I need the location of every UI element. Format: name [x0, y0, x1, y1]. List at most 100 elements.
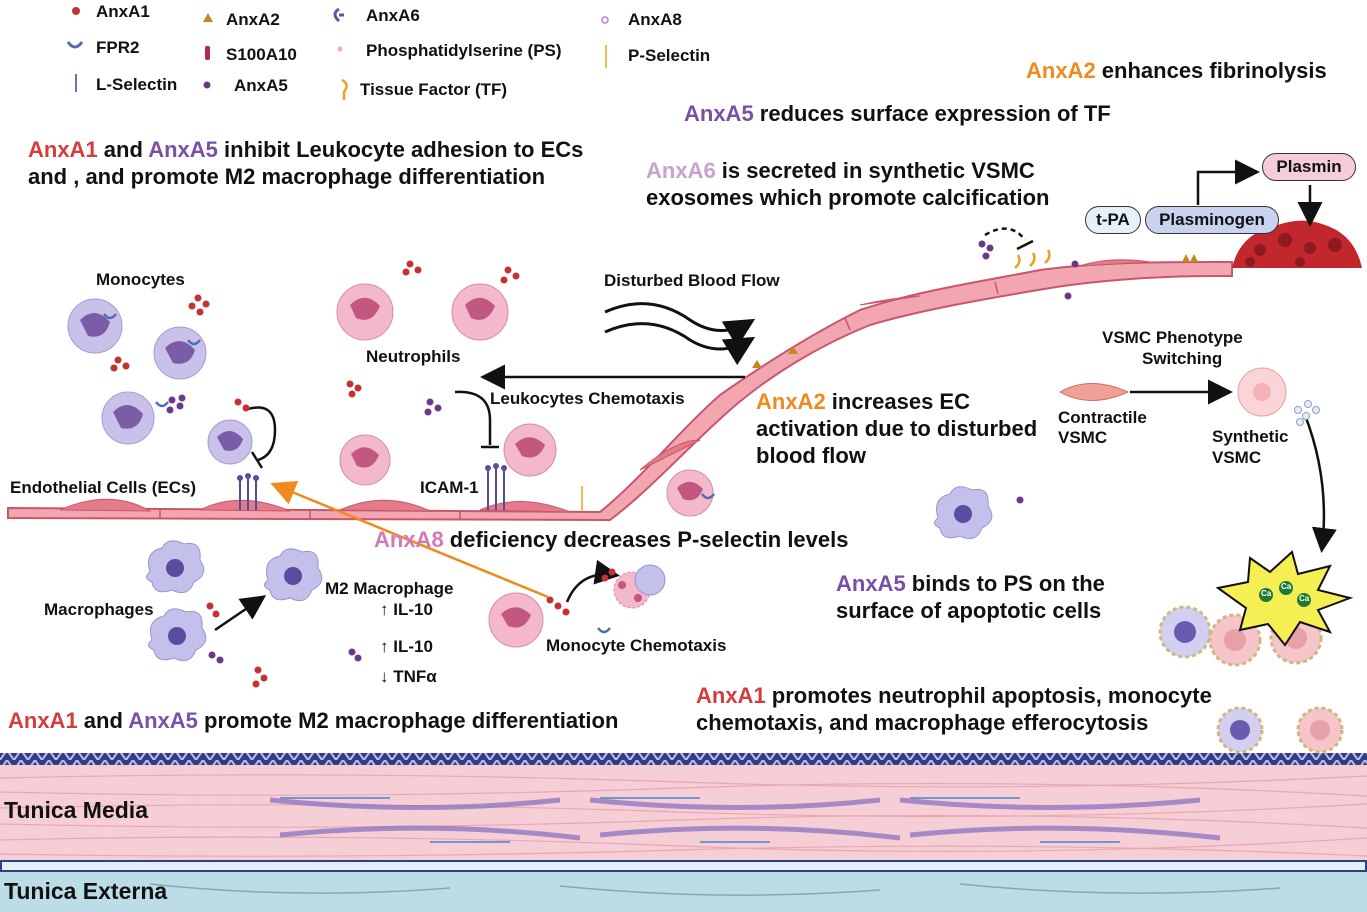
tnfa-text: TNFα: [393, 667, 437, 686]
legend-l-selectin-label: L-Selectin: [96, 75, 178, 94]
down-arrow-icon: ↓: [380, 667, 394, 686]
anxa6-legend-icon: [333, 7, 344, 23]
statement-text: promotes neutrophil apoptosis, monocyte: [765, 683, 1212, 708]
synthetic-vsmc-label-2: VSMC: [1212, 448, 1262, 467]
inhibition-arrows: [244, 227, 1034, 469]
anxa2-membrane-markers: [752, 254, 1198, 368]
anxa5-word: AnxA5: [836, 571, 906, 596]
tunica-externa-layer: [0, 872, 1367, 912]
cell-junctions: [159, 281, 999, 520]
plasmin-pill: Plasmin: [1262, 153, 1356, 181]
receptor-heads: [237, 463, 507, 481]
statement-anxa1-anxa5-m2: AnxA1 and AnxA5 promote M2 macrophage di…: [8, 707, 618, 734]
vsmc-switching-label-2: Switching: [1142, 349, 1223, 368]
anxa5-dots: [166, 240, 1079, 664]
neutrophil-cell: [488, 592, 544, 648]
statement-anxa6-exosomes: AnxA6 is secreted in synthetic VSMC exos…: [646, 157, 1049, 211]
anxa1-dots: [110, 260, 616, 688]
neutrophil-cells: [336, 283, 714, 648]
legend-anxa8-label: AnxA8: [628, 10, 682, 29]
macrophage-cell: [148, 608, 207, 662]
macrophage-cell: [934, 486, 993, 540]
fpr2-markers: [103, 313, 715, 634]
anxa1-legend-icon: [72, 7, 80, 15]
legend-anxa6-label: AnxA6: [366, 6, 420, 25]
plasminogen-to-plasmin-arrow: [1196, 159, 1260, 205]
statement-text: promote M2 macrophage differentiation: [197, 708, 619, 733]
monocyte-chemotaxis-arrow: [565, 559, 620, 603]
monocyte-chemotaxis-label: Monocyte Chemotaxis: [546, 636, 727, 655]
statement-anxa2-ec-activation: AnxA2 increases EC activation due to dis…: [756, 388, 1037, 469]
up-arrow-icon: ↑: [380, 637, 394, 656]
neutrophil-cell: [451, 283, 509, 341]
macrophage-cell: [146, 540, 205, 594]
statement-text: increases EC: [825, 389, 970, 414]
legend-anxa2-label: AnxA2: [226, 10, 280, 29]
vsmc-cells: [1058, 367, 1287, 417]
macrophage-cells: [146, 486, 993, 662]
vessel-wall: [0, 753, 1367, 912]
statement-text-line2: surface of apoptotic cells: [836, 598, 1102, 623]
statement-anxa1-neutrophil: AnxA1 promotes neutrophil apoptosis, mon…: [696, 682, 1212, 736]
pathway-arrows: [214, 159, 1337, 632]
exosomes: [1294, 400, 1320, 426]
tf-legend-icon: [341, 78, 348, 100]
legend-tf-label: Tissue Factor (TF): [360, 80, 508, 99]
s100a10-legend-icon: [205, 46, 210, 60]
macrophage-cell: [264, 548, 323, 602]
legend-fpr2-label: FPR2: [96, 38, 140, 57]
legend-anxa1-label: AnxA1: [96, 2, 150, 21]
statement-text-line2: chemotaxis, and macrophage efferocytosis: [696, 710, 1149, 735]
smooth-muscle-lines: [0, 774, 1367, 857]
anxa5-word: AnxA5: [684, 101, 754, 126]
disturbed-flow-arrows: [604, 302, 756, 366]
anxa8-word: AnxA8: [374, 527, 444, 552]
calcification-burst: [1215, 550, 1354, 647]
il10-label-b: ↑ IL-10: [380, 637, 433, 657]
apoptotic-cell: [613, 564, 666, 609]
anxa5-word: AnxA5: [148, 137, 218, 162]
statement-text-line2: and , and promote M2 macrophage differen…: [28, 164, 546, 189]
icam-receptors: [239, 468, 505, 510]
vsmc-switching-label-1: VSMC Phenotype: [1102, 328, 1243, 347]
fpr2-legend-icon: [66, 41, 84, 49]
statement-text: inhibit Leukocyte adhesion to ECs: [217, 137, 584, 162]
externa-fibers: [149, 883, 1281, 896]
calcification-arrow: [1303, 414, 1337, 553]
t-pa-pill: t-PA: [1085, 206, 1141, 234]
synthetic-vsmc-label-1: Synthetic: [1212, 427, 1289, 446]
anxa2-word: AnxA2: [756, 389, 826, 414]
tunica-externa-label: Tunica Externa: [4, 878, 168, 904]
macrophage-arrow: [214, 595, 267, 632]
calcium-label-2: Ca: [1281, 582, 1292, 591]
anxa1-word: AnxA1: [28, 137, 98, 162]
il10-text: IL-10: [393, 600, 433, 619]
legend-ps-label: Phosphatidylserine (PS): [366, 41, 562, 60]
anxa1-word: AnxA1: [8, 708, 78, 733]
macrophages-label: Macrophages: [44, 600, 154, 619]
monocyte-cell: [153, 326, 207, 380]
legend-s100a10-label: S100A10: [226, 45, 297, 64]
anxa2-word: AnxA2: [1026, 58, 1096, 83]
anxa8-p-selectin-arrow: [270, 481, 549, 599]
neutrophil-cell: [503, 423, 557, 477]
contractile-vsmc-label-1: Contractile: [1058, 408, 1147, 427]
il10-label-a: ↑ IL-10: [380, 600, 433, 620]
monocytes-label: Monocytes: [96, 270, 185, 289]
monocyte-cell: [101, 391, 155, 445]
tissue-factor-receptors: [1014, 249, 1051, 269]
calcium-deposits: [1259, 581, 1311, 607]
plasminogen-pill: Plasminogen: [1145, 206, 1279, 234]
statement-anxa2-fibrinolysis: AnxA2 enhances fibrinolysis: [1026, 57, 1327, 84]
m2-macrophage-label: M2 Macrophage: [325, 579, 454, 598]
statement-anxa5-tf: AnxA5 reduces surface expression of TF: [684, 100, 1111, 127]
neutrophils-label: Neutrophils: [366, 347, 461, 366]
monocyte-cell: [207, 419, 253, 465]
disturbed-flow-label: Disturbed Blood Flow: [604, 271, 780, 290]
anxa2-legend-icon: [203, 13, 213, 22]
il10-text: IL-10: [393, 637, 433, 656]
statement-text-line2: exosomes which promote calcification: [646, 185, 1050, 210]
statement-text: reduces surface expression of TF: [753, 101, 1111, 126]
